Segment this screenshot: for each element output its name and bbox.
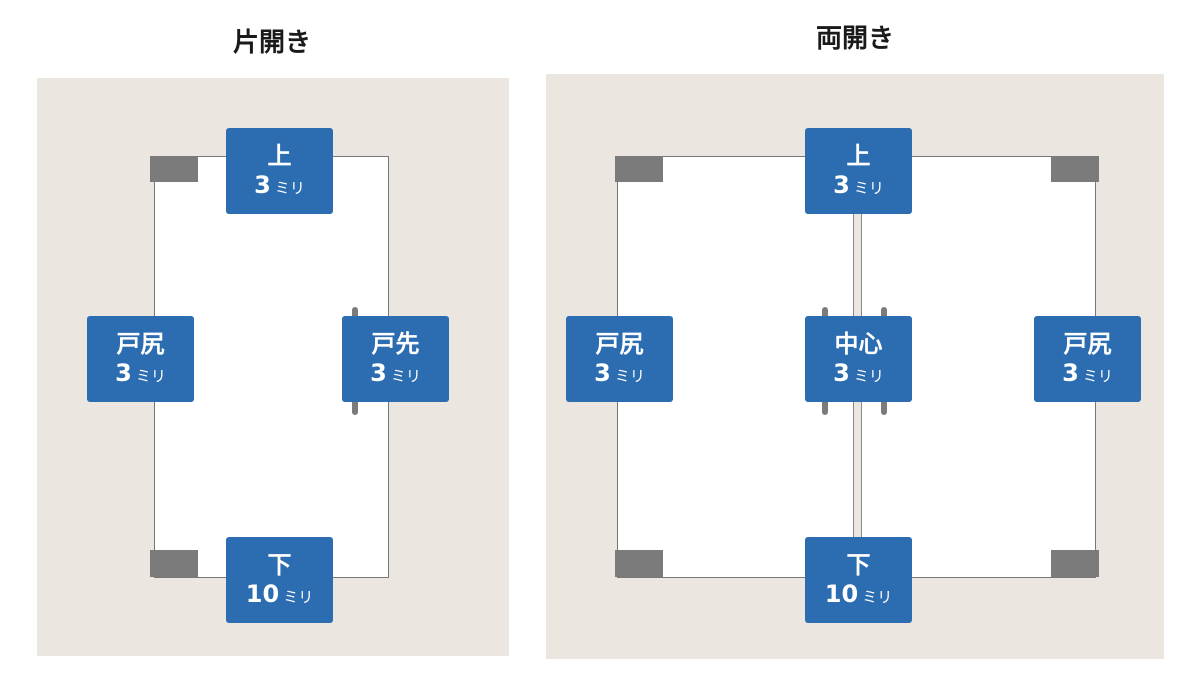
hinge-bottom <box>150 550 198 577</box>
label-unit: ミリ <box>1082 367 1113 385</box>
label-value: 3 <box>115 359 132 387</box>
label-name: 下 <box>846 551 871 580</box>
label-name: 上 <box>846 142 871 171</box>
label-name: 中心 <box>834 330 883 359</box>
label-value: 10 <box>245 580 280 608</box>
label-unit: ミリ <box>853 367 884 385</box>
label-unit: ミリ <box>135 367 166 385</box>
hinge-top <box>150 156 198 182</box>
label-value: 3 <box>594 359 611 387</box>
hinge-right-top <box>1051 156 1099 182</box>
hinge-left-top <box>615 156 663 182</box>
label-unit: ミリ <box>862 588 893 606</box>
label-value: 3 <box>370 359 387 387</box>
label-value: 3 <box>833 171 850 199</box>
label-value: 3 <box>254 171 271 199</box>
label-unit: ミリ <box>274 179 305 197</box>
hinge-left-bottom <box>615 550 663 577</box>
label-name: 下 <box>267 551 292 580</box>
label-unit: ミリ <box>853 179 884 197</box>
label-unit: ミリ <box>614 367 645 385</box>
hinge-right-bottom <box>1051 550 1099 577</box>
double-door-title: 両開き <box>815 24 894 54</box>
label-name: 戸尻 <box>1063 330 1112 359</box>
label-unit: ミリ <box>390 367 421 385</box>
label-value: 10 <box>824 580 859 608</box>
label-name: 戸尻 <box>595 330 644 359</box>
label-value: 3 <box>1062 359 1079 387</box>
label-value: 3 <box>833 359 850 387</box>
single-door-title: 片開き <box>232 28 311 58</box>
label-unit: ミリ <box>283 588 314 606</box>
label-name: 上 <box>267 142 292 171</box>
label-name: 戸尻 <box>116 330 165 359</box>
label-name: 戸先 <box>371 330 420 359</box>
